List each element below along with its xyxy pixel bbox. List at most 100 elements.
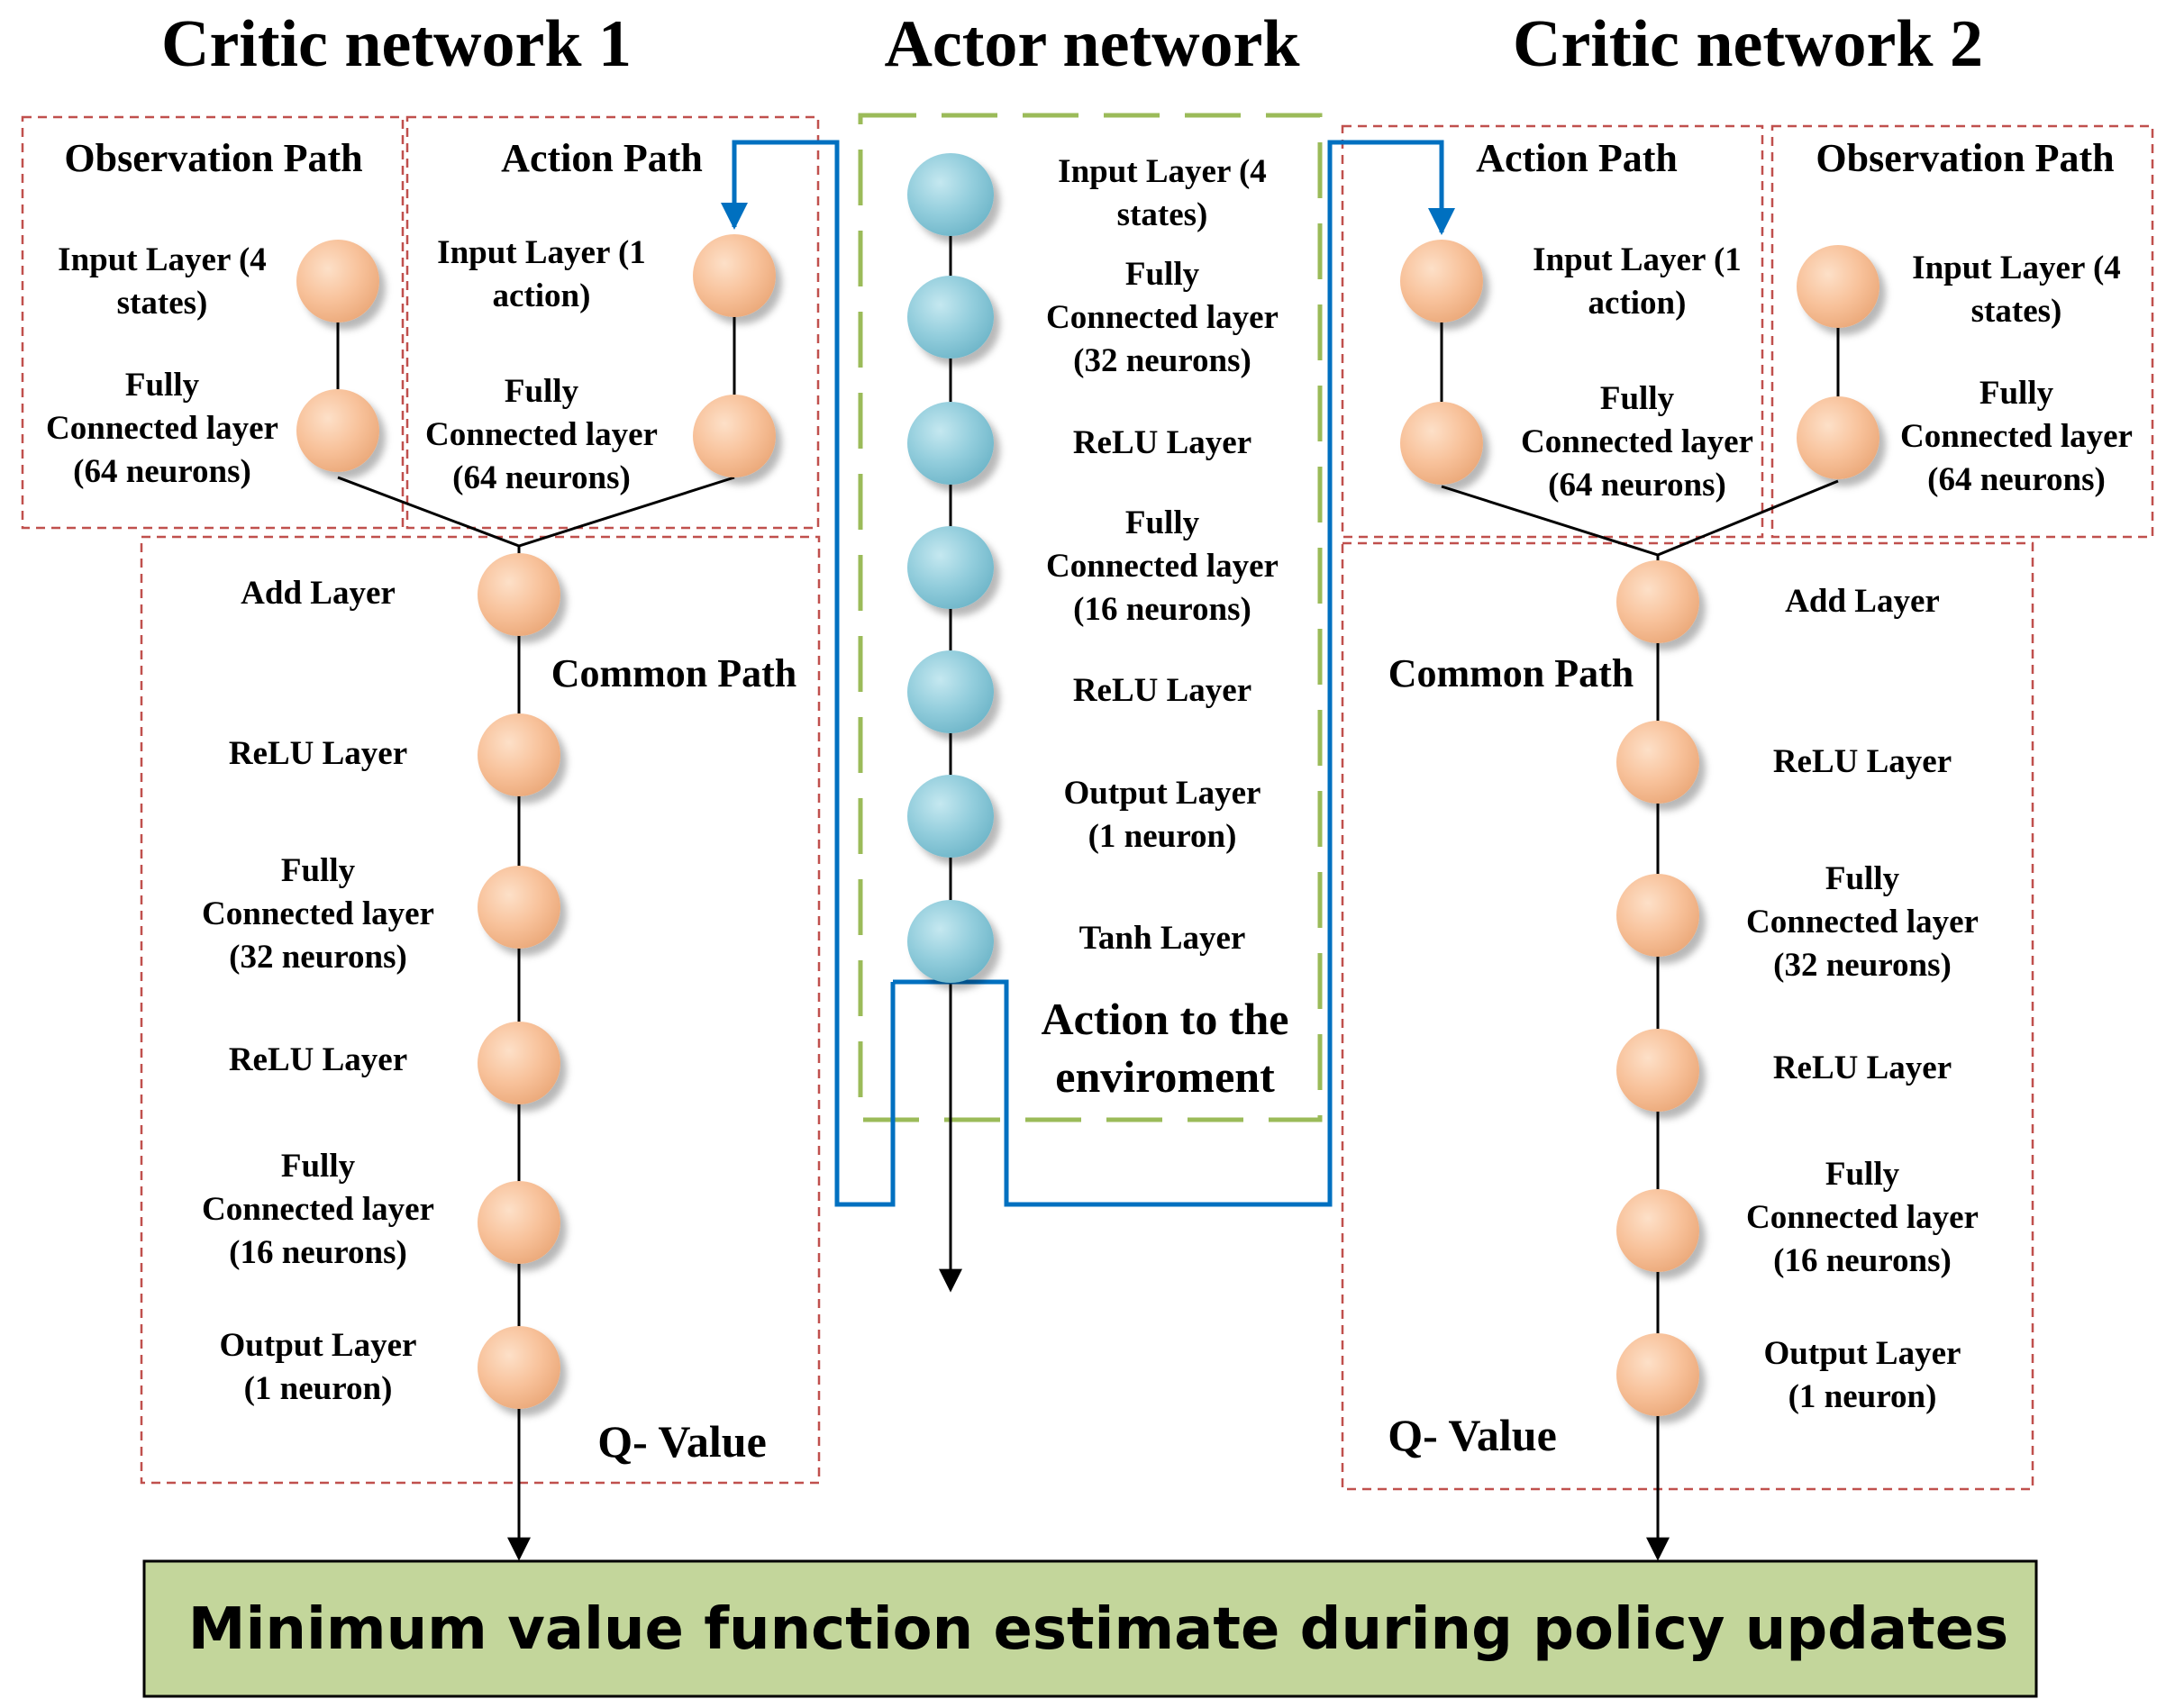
critic1-add-node: [478, 553, 560, 636]
label-line: Output Layer: [1764, 1335, 1961, 1372]
minimum-value-estimate-text: Minimum value function estimate during p…: [188, 1596, 2008, 1663]
critic1-action-path-box: [405, 115, 820, 530]
label-line: Fully: [1125, 504, 1200, 541]
critic1-obs-fc-node: [296, 389, 379, 472]
critic2-add-node: [1616, 560, 1699, 643]
critic2-obs-input-node: [1797, 245, 1879, 328]
critic1-labels: Observation Path Action Path Input Layer…: [46, 136, 796, 1467]
label-line: states): [1117, 196, 1208, 233]
critic2-fc16-node: [1616, 1189, 1699, 1272]
critic1-relu2-node: [478, 1022, 560, 1104]
label-line: Connected layer: [46, 410, 278, 447]
critic2-act-fc-node: [1400, 402, 1483, 485]
critic2-action-path-title: Action Path: [1476, 136, 1678, 180]
label-line: Fully: [281, 852, 356, 889]
label-line: action): [493, 277, 591, 314]
critic2-output-node: [1616, 1333, 1699, 1416]
label-line: Connected layer: [425, 416, 658, 453]
critic-network-1-title: Critic network 1: [161, 7, 632, 81]
label-line: Fully: [1825, 1156, 1900, 1193]
actor-relu1-node: [907, 402, 994, 485]
critic2-labels: Action Path Observation Path Input Layer…: [1388, 136, 2133, 1460]
critic2-fc32-node: [1616, 874, 1699, 957]
actor-fc16-node: [907, 526, 994, 609]
critic2-relu1-label: ReLU Layer: [1773, 743, 1952, 780]
label-line: Connected layer: [1046, 299, 1279, 336]
label-line: (1 neuron): [1788, 1378, 1937, 1415]
critic2-relu1-node: [1616, 721, 1699, 804]
critic1-output-label: Output Layer (1 neuron): [220, 1327, 417, 1407]
label-line: Fully: [1125, 256, 1200, 293]
label-line: (32 neurons): [229, 939, 407, 976]
label-line: Input Layer (4: [1058, 153, 1267, 190]
critic2-observation-path-box: [1770, 124, 2154, 539]
critic1-observation-path-title: Observation Path: [64, 136, 362, 180]
critic2-obs-fc-node: [1797, 396, 1879, 479]
critic1-q-value-label: Q- Value: [597, 1416, 767, 1467]
label-line: action): [1588, 285, 1687, 322]
actor-relu1-label: ReLU Layer: [1073, 424, 1251, 461]
critic1-act-fc-node: [693, 395, 776, 477]
action-feedback-arrows: [721, 140, 1455, 1207]
label-line: Output Layer: [220, 1327, 417, 1364]
label-line: Input Layer (1: [437, 234, 646, 271]
critic2-act-input-node: [1400, 240, 1483, 323]
label-line: Input Layer (4: [1912, 250, 2121, 286]
critic1-output-node: [478, 1326, 560, 1409]
label-line: states): [117, 285, 208, 322]
minimum-value-estimate-box: [142, 1559, 2038, 1698]
critic2-add-label: Add Layer: [1785, 583, 1940, 620]
critic2-q-value-label: Q- Value: [1388, 1410, 1557, 1460]
actor-network-title: Actor network: [884, 7, 1300, 81]
critic1-act-input-node: [693, 234, 776, 317]
actor-input-label: Input Layer (4 states): [1058, 153, 1267, 233]
critic1-fc16-node: [478, 1181, 560, 1264]
label-line: Connected layer: [202, 1191, 434, 1228]
critic2-relu2-node: [1616, 1029, 1699, 1112]
actor-tanh-node: [907, 900, 994, 983]
label-line: (64 neurons): [73, 453, 251, 490]
actor-output-label: Output Layer(1 neuron): [1064, 775, 1261, 855]
critic-network-2-title: Critic network 2: [1513, 7, 1983, 81]
actor-action-to-env-label: Action to the enviroment: [1042, 994, 1289, 1102]
label-line: Input Layer (4: [58, 241, 267, 278]
label-line: states): [1971, 293, 2062, 330]
actor-fc32-node: [907, 276, 994, 359]
label-line: (16 neurons): [1773, 1242, 1952, 1279]
label-line: Connected layer: [1046, 548, 1279, 585]
label-line: (1 neuron): [244, 1370, 393, 1407]
actor-tanh-label: Tanh Layer: [1079, 920, 1246, 957]
critic1-act-input-label: Input Layer (1 action): [437, 234, 646, 314]
label-line: Action to the: [1042, 994, 1289, 1044]
label-line: (64 neurons): [1548, 467, 1726, 504]
label-line: (16 neurons): [1073, 591, 1251, 628]
label-line: Fully: [1825, 860, 1900, 897]
critic1-fc32-node: [478, 866, 560, 949]
critic1-action-path-title: Action Path: [501, 136, 703, 180]
label-line: (1 neuron): [1088, 818, 1237, 855]
critic1-add-label: Add Layer: [241, 575, 396, 612]
label-line: Fully: [1600, 380, 1675, 417]
label-line: Connected layer: [1521, 423, 1753, 460]
label-line: (32 neurons): [1773, 947, 1952, 984]
label-line: Fully: [281, 1148, 356, 1185]
critic2-observation-path-title: Observation Path: [1816, 136, 2114, 180]
critic2-obs-input-label: Input Layer (4 states): [1912, 250, 2121, 330]
critic2-common-path-title: Common Path: [1388, 651, 1634, 695]
critic2-action-path-box: [1341, 124, 1764, 539]
actor-output-node: [907, 775, 994, 858]
label-line: Fully: [125, 367, 200, 404]
label-line: (32 neurons): [1073, 342, 1251, 379]
label-line: enviroment: [1055, 1051, 1275, 1102]
critic2-output-label: Output Layer (1 neuron): [1764, 1335, 1961, 1415]
